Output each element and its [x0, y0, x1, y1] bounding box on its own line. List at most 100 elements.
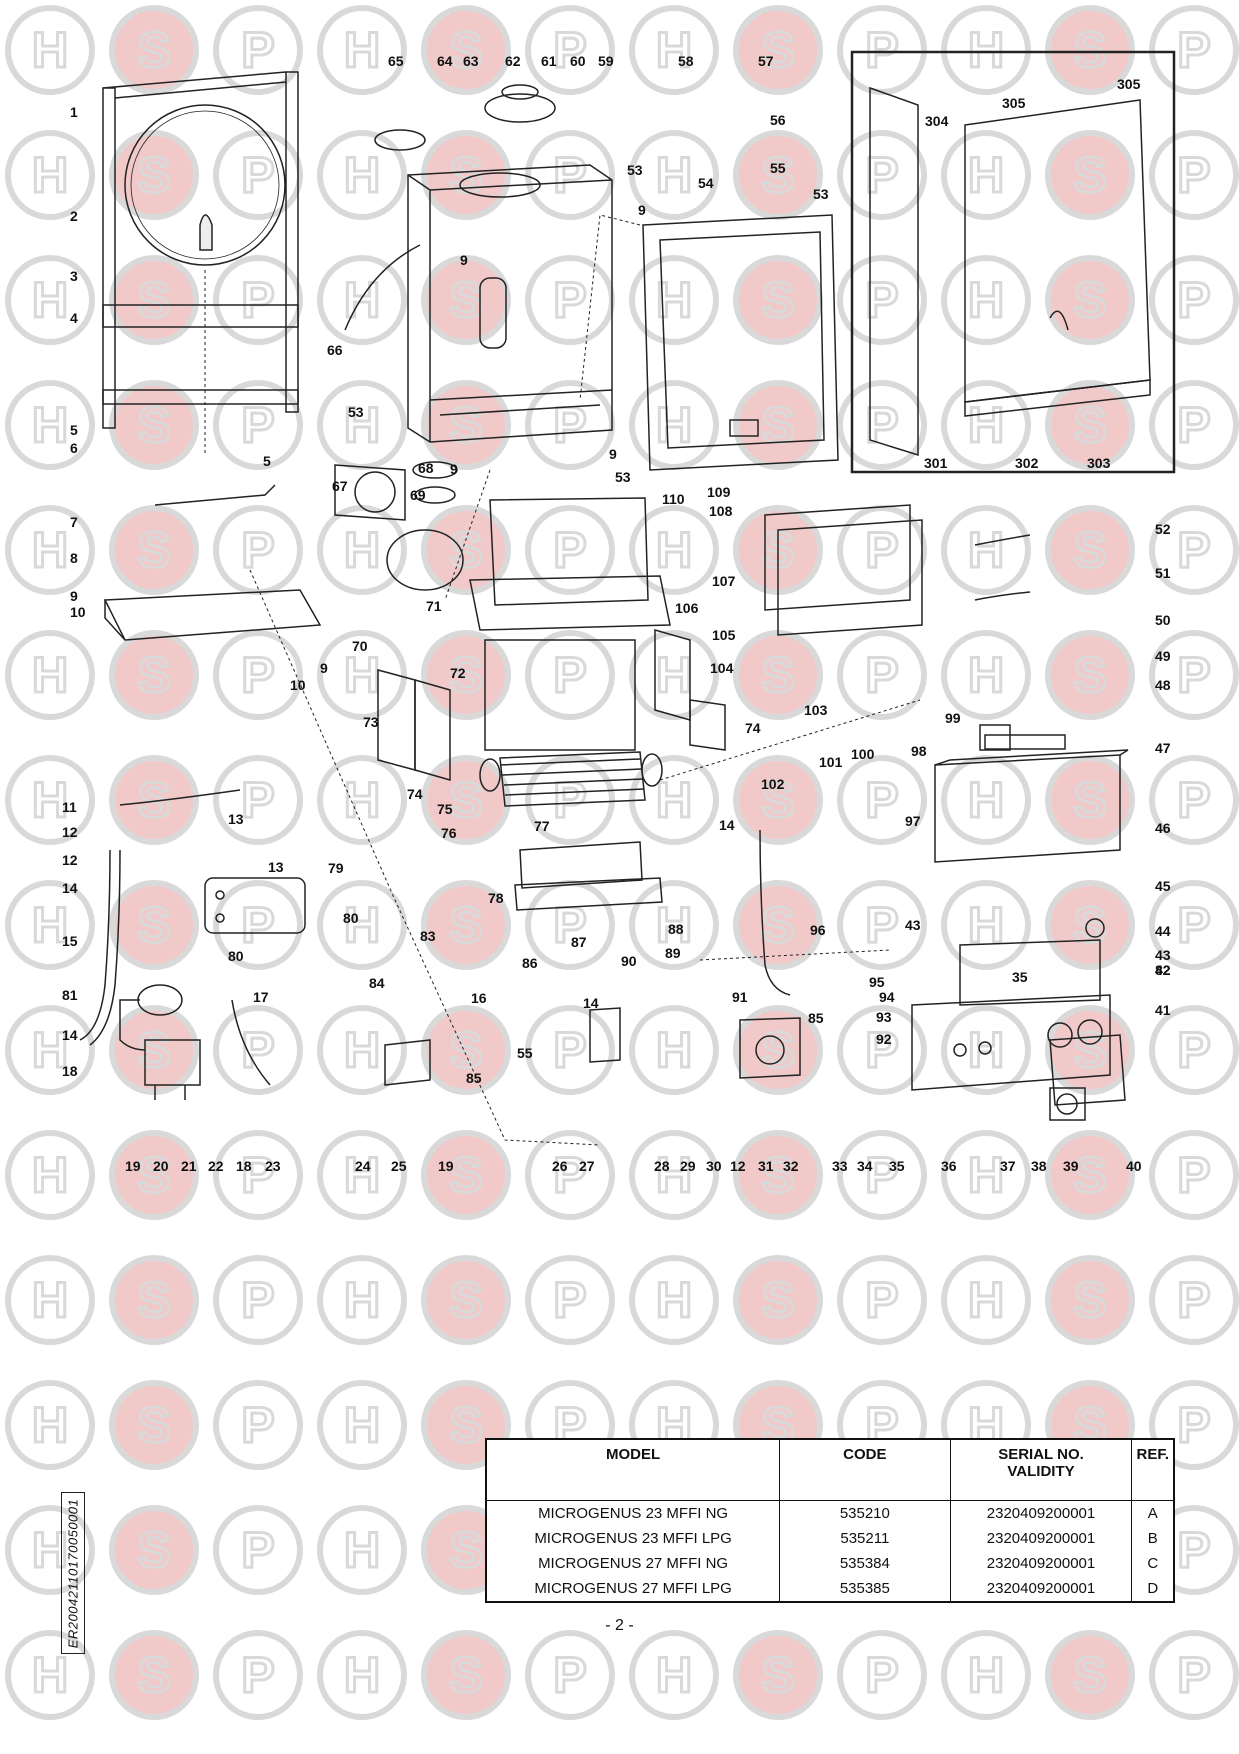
watermark-circle: [941, 130, 1031, 220]
cell-ref: B: [1131, 1526, 1174, 1551]
watermark-circle: [629, 1005, 719, 1095]
watermark-letter: P: [241, 647, 274, 703]
part-callout-105: 105: [712, 627, 736, 643]
watermark-letter: P: [241, 897, 274, 953]
watermark-letter: P: [241, 1147, 274, 1203]
watermark-circle: [629, 1630, 719, 1720]
watermark-circle: [1149, 1255, 1239, 1345]
part-callout-8: 8: [70, 550, 78, 566]
watermark-letter: S: [1073, 397, 1106, 453]
part-callout-38: 38: [1031, 1158, 1047, 1174]
part-callout-53: 53: [813, 186, 829, 202]
part-callout-96: 96: [810, 922, 826, 938]
watermark-letter: P: [865, 772, 898, 828]
watermark-letter: S: [449, 522, 482, 578]
watermark-letter: P: [1177, 1022, 1210, 1078]
watermark-circle: [629, 880, 719, 970]
watermark-circle: [213, 755, 303, 845]
watermark-letter: S: [449, 22, 482, 78]
watermark-circle: [213, 1380, 303, 1470]
watermark-circle: [5, 130, 95, 220]
watermark-letter: P: [865, 1272, 898, 1328]
watermark-circle: [109, 755, 199, 845]
part-callout-100: 100: [851, 746, 875, 762]
part-callout-85: 85: [808, 1010, 824, 1026]
watermark-circle: [525, 1130, 615, 1220]
watermark-circle: [837, 630, 927, 720]
watermark-letter: S: [449, 1022, 482, 1078]
plate-heat-exchanger: [204, 877, 306, 934]
watermark-circle: [421, 380, 511, 470]
cell-serial: 2320409200001: [949, 1526, 1132, 1551]
part-callout-92: 92: [876, 1031, 892, 1047]
table-row: MICROGENUS 23 MFFI LPG 535211 2320409200…: [486, 1526, 1174, 1551]
page-number: - 2 -: [605, 1617, 634, 1634]
watermark-circle: [213, 1505, 303, 1595]
part-callout-14: 14: [719, 817, 735, 833]
part-callout-94: 94: [879, 989, 895, 1005]
watermark-circle: [1149, 255, 1239, 345]
watermark-letter: S: [137, 397, 170, 453]
part-callout-16: 16: [471, 990, 487, 1006]
watermark-circle: [109, 630, 199, 720]
watermark-circle: [1149, 880, 1239, 970]
watermark-letter: P: [1177, 522, 1210, 578]
watermark-letter: S: [761, 1022, 794, 1078]
watermark-letter: S: [449, 647, 482, 703]
part-callout-43: 43: [905, 917, 921, 933]
watermark-circle: [317, 1255, 407, 1345]
part-callout-87: 87: [571, 934, 587, 950]
watermark-circle: [941, 1255, 1031, 1345]
watermark-letter: H: [968, 147, 1004, 203]
burner: [514, 841, 663, 911]
watermark-circle: [109, 1505, 199, 1595]
watermark-circle: [317, 5, 407, 95]
part-callout-19: 19: [438, 1158, 454, 1174]
watermark-circle: [1045, 1005, 1135, 1095]
watermark-letter: S: [449, 1397, 482, 1453]
watermark-letter: S: [761, 647, 794, 703]
watermark-circle: [5, 1130, 95, 1220]
part-callout-23: 23: [265, 1158, 281, 1174]
watermark-letter: P: [865, 1647, 898, 1703]
watermark-letter: S: [761, 147, 794, 203]
insulation-panels: [377, 504, 923, 781]
watermark-letter: P: [241, 772, 274, 828]
watermark-circle: [5, 755, 95, 845]
watermark-letter: H: [344, 1272, 380, 1328]
watermark-letter: H: [344, 522, 380, 578]
watermark-letter: P: [1177, 1647, 1210, 1703]
watermark-letter: S: [449, 897, 482, 953]
watermark-letter: P: [241, 22, 274, 78]
watermark-letter: H: [32, 522, 68, 578]
part-callout-57: 57: [758, 53, 774, 69]
watermark-circle: [525, 630, 615, 720]
watermark-letter: S: [449, 272, 482, 328]
header-model: MODEL: [486, 1439, 780, 1501]
part-callout-63: 63: [463, 53, 479, 69]
watermark-letter: H: [32, 1272, 68, 1328]
part-callout-91: 91: [732, 989, 748, 1005]
watermark-letter: S: [449, 772, 482, 828]
watermark-letter: H: [968, 22, 1004, 78]
exploded-parts-diagram: [79, 50, 1176, 1146]
watermark-circle: [837, 755, 927, 845]
control-panel: [911, 994, 1126, 1121]
watermark-circle: [733, 1630, 823, 1720]
watermark-circle: [1045, 1630, 1135, 1720]
part-callout-79: 79: [328, 860, 344, 876]
header-code: CODE: [779, 1439, 951, 1501]
watermark-letter: H: [656, 647, 692, 703]
part-callout-50: 50: [1155, 612, 1171, 628]
watermark-circle: [1149, 1005, 1239, 1095]
watermark-circle: [421, 630, 511, 720]
watermark-letter: H: [656, 772, 692, 828]
watermark-letter: H: [968, 397, 1004, 453]
watermark-letter: H: [32, 147, 68, 203]
watermark-letter: P: [1177, 272, 1210, 328]
watermark-letter: P: [1177, 22, 1210, 78]
part-callout-53: 53: [348, 404, 364, 420]
part-callout-41: 41: [1155, 1002, 1171, 1018]
watermark-circle: [629, 1255, 719, 1345]
part-callout-12: 12: [62, 824, 78, 840]
